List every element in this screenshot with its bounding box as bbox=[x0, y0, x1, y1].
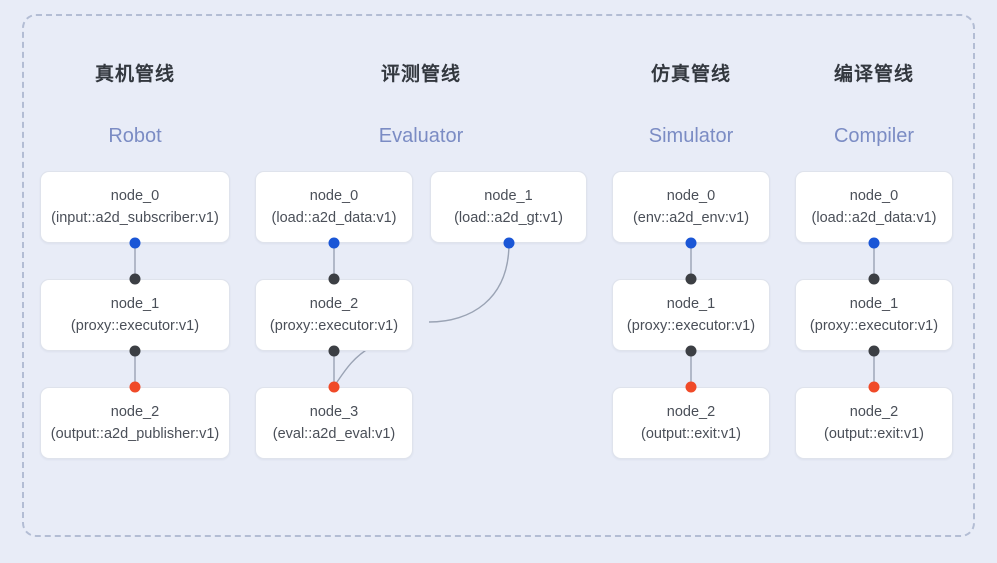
node-simulator-1[interactable]: node_1 (proxy::executor:v1) bbox=[612, 279, 770, 351]
port-output-compiler-1[interactable] bbox=[868, 345, 880, 357]
column-subtitle-robot: Robot bbox=[108, 125, 162, 147]
node-label-impl: (proxy::executor:v1) bbox=[626, 318, 756, 334]
column-subtitle-compiler: Compiler bbox=[833, 125, 915, 147]
port-output-robot-1[interactable] bbox=[129, 345, 141, 357]
node-robot-2[interactable]: node_2 (output::a2d_publisher:v1) bbox=[40, 387, 230, 459]
column-title-robot: 真机管线 bbox=[94, 64, 175, 85]
node-label-impl: (env::a2d_env:v1) bbox=[632, 210, 750, 226]
port-output-simulator-0[interactable] bbox=[685, 237, 697, 249]
node-label-name: node_1 bbox=[849, 296, 899, 312]
node-label-impl: (proxy::executor:v1) bbox=[809, 318, 939, 334]
node-label-impl: (proxy::executor:v1) bbox=[269, 318, 399, 334]
node-label-impl: (load::a2d_data:v1) bbox=[271, 210, 397, 226]
column-header-robot: 真机管线 Robot bbox=[35, 62, 235, 149]
node-label-impl: (output::exit:v1) bbox=[641, 426, 741, 442]
node-robot-1[interactable]: node_1 (proxy::executor:v1) bbox=[40, 279, 230, 351]
port-output-evaluator-0[interactable] bbox=[328, 237, 340, 249]
port-input-robot-1[interactable] bbox=[129, 273, 141, 285]
node-evaluator-1[interactable]: node_1 (load::a2d_gt:v1) bbox=[430, 171, 587, 243]
node-compiler-2[interactable]: node_2 (output::exit:v1) bbox=[795, 387, 953, 459]
node-label-name: node_3 bbox=[309, 404, 359, 420]
node-label-impl: (eval::a2d_eval:v1) bbox=[272, 426, 396, 442]
node-label-impl: (output::a2d_publisher:v1) bbox=[50, 426, 220, 442]
port-input-simulator-1[interactable] bbox=[685, 273, 697, 285]
column-title-compiler: 编译管线 bbox=[833, 64, 914, 85]
node-simulator-2[interactable]: node_2 (output::exit:v1) bbox=[612, 387, 770, 459]
node-robot-0[interactable]: node_0 (input::a2d_subscriber:v1) bbox=[40, 171, 230, 243]
node-evaluator-2[interactable]: node_2 (proxy::executor:v1) bbox=[255, 279, 413, 351]
port-input-compiler-2[interactable] bbox=[868, 381, 880, 393]
port-input-evaluator-3[interactable] bbox=[328, 381, 340, 393]
column-title-evaluator: 评测管线 bbox=[380, 64, 461, 85]
column-header-evaluator: 评测管线 Evaluator bbox=[321, 62, 521, 149]
node-compiler-1[interactable]: node_1 (proxy::executor:v1) bbox=[795, 279, 953, 351]
node-label-name: node_1 bbox=[666, 296, 716, 312]
node-label-name: node_1 bbox=[110, 296, 160, 312]
port-output-compiler-0[interactable] bbox=[868, 237, 880, 249]
node-label-impl: (proxy::executor:v1) bbox=[70, 318, 200, 334]
port-output-simulator-1[interactable] bbox=[685, 345, 697, 357]
port-input-compiler-1[interactable] bbox=[868, 273, 880, 285]
node-label-impl: (load::a2d_gt:v1) bbox=[454, 210, 563, 226]
node-simulator-0[interactable]: node_0 (env::a2d_env:v1) bbox=[612, 171, 770, 243]
port-input-simulator-2[interactable] bbox=[685, 381, 697, 393]
column-title-simulator: 仿真管线 bbox=[650, 64, 731, 85]
column-subtitle-evaluator: Evaluator bbox=[378, 125, 464, 147]
port-output-evaluator-1[interactable] bbox=[503, 237, 515, 249]
node-label-name: node_2 bbox=[849, 404, 899, 420]
node-label-name: node_2 bbox=[666, 404, 716, 420]
node-label-name: node_0 bbox=[309, 188, 359, 204]
node-evaluator-3[interactable]: node_3 (eval::a2d_eval:v1) bbox=[255, 387, 413, 459]
port-output-evaluator-2[interactable] bbox=[328, 345, 340, 357]
column-header-compiler: 编译管线 Compiler bbox=[774, 62, 974, 149]
node-label-impl: (input::a2d_subscriber:v1) bbox=[51, 210, 219, 226]
port-input-robot-2[interactable] bbox=[129, 381, 141, 393]
column-subtitle-simulator: Simulator bbox=[648, 125, 734, 147]
node-label-name: node_1 bbox=[484, 188, 533, 204]
edge-eval-gt-to-executor bbox=[428, 242, 510, 323]
node-label-name: node_2 bbox=[110, 404, 160, 420]
port-input-evaluator-2[interactable] bbox=[328, 273, 340, 285]
node-compiler-0[interactable]: node_0 (load::a2d_data:v1) bbox=[795, 171, 953, 243]
edge-eval-executor-to-eval bbox=[334, 346, 372, 386]
node-label-name: node_0 bbox=[666, 188, 716, 204]
node-label-name: node_0 bbox=[110, 188, 160, 204]
node-evaluator-0[interactable]: node_0 (load::a2d_data:v1) bbox=[255, 171, 413, 243]
node-label-impl: (output::exit:v1) bbox=[824, 426, 924, 442]
column-header-simulator: 仿真管线 Simulator bbox=[591, 62, 791, 149]
port-output-robot-0[interactable] bbox=[129, 237, 141, 249]
node-label-name: node_2 bbox=[309, 296, 359, 312]
node-label-impl: (load::a2d_data:v1) bbox=[811, 210, 937, 226]
node-label-name: node_0 bbox=[849, 188, 899, 204]
